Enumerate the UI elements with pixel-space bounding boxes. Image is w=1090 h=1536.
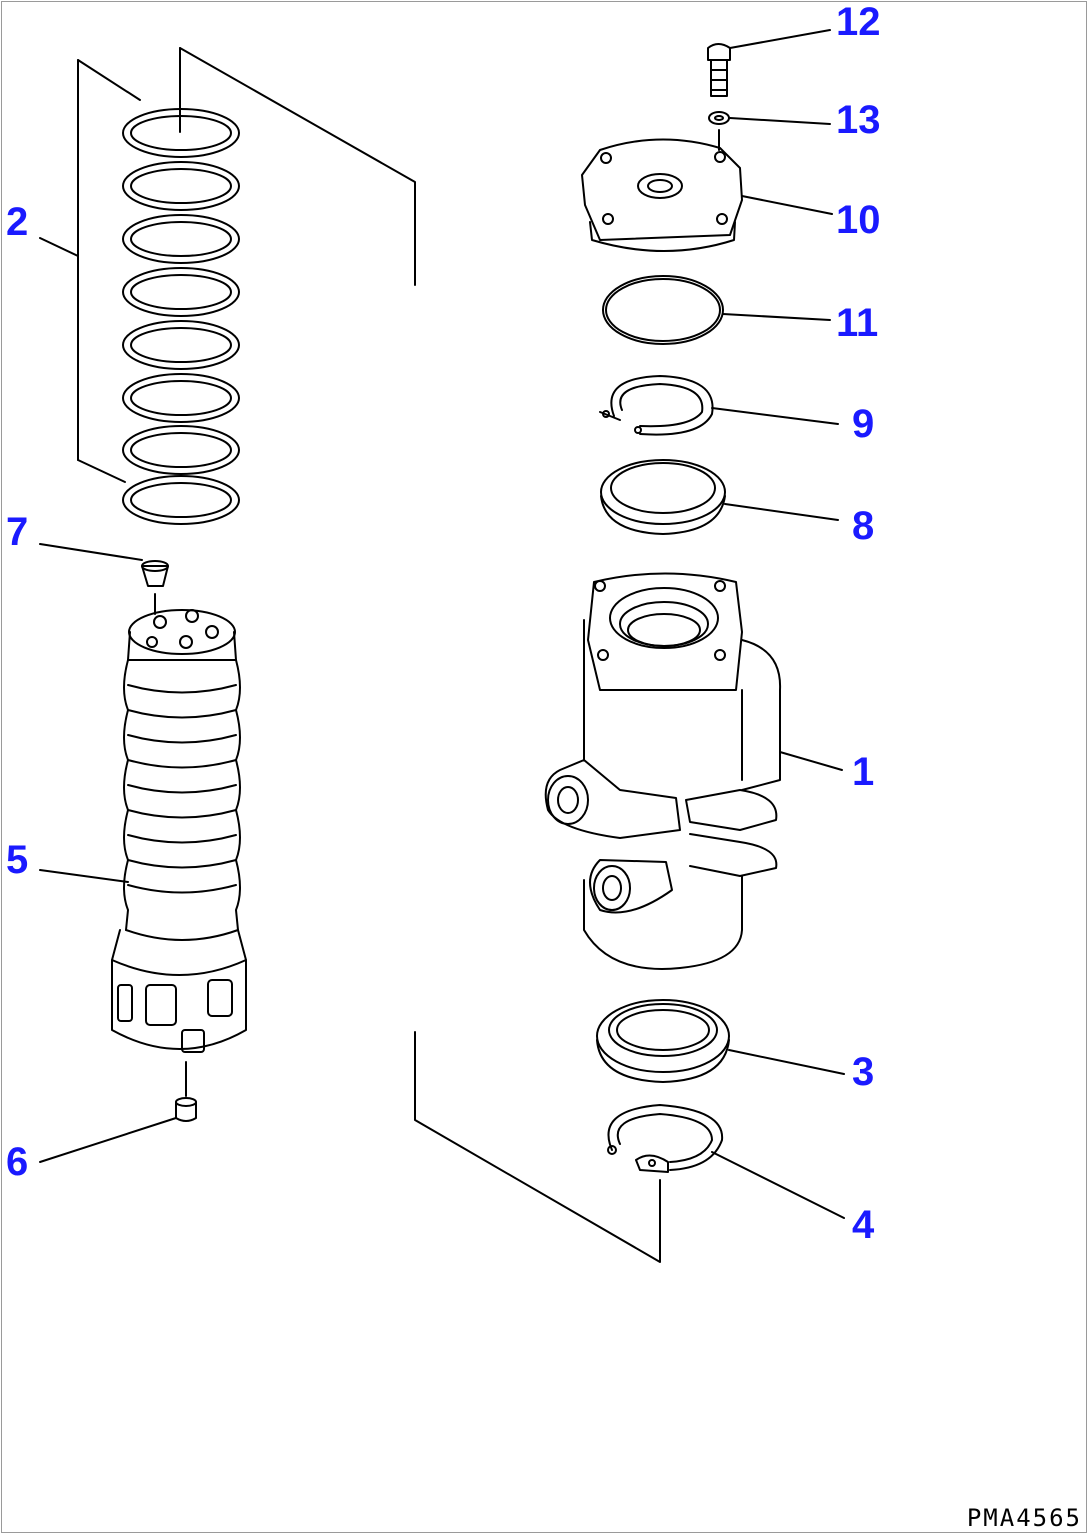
callout-7: 7: [6, 510, 29, 554]
leader-6: [39, 1117, 177, 1163]
part-4-snap-ring: [607, 1104, 724, 1173]
part-10-cover: [581, 138, 743, 252]
leader-2: [39, 237, 79, 257]
callout-8: 8: [852, 504, 875, 548]
callout-10: 10: [836, 198, 881, 242]
part-5-spool: [111, 609, 247, 1097]
leader-1: [779, 751, 843, 771]
part-12-bolt: [707, 43, 731, 97]
part-2-spring: [122, 108, 240, 525]
assembly-bracket-lines: [77, 47, 661, 1263]
callout-3: 3: [852, 1050, 875, 1094]
part-6-plug: [175, 1097, 197, 1122]
part-3-seal: [596, 999, 730, 1083]
callout-4: 4: [852, 1203, 875, 1247]
part-8-ring: [600, 459, 726, 535]
leader-13: [729, 117, 831, 125]
callout-1: 1: [852, 750, 875, 794]
callout-2: 2: [6, 200, 29, 244]
part-13-washer: [708, 111, 730, 151]
callout-12: 12: [836, 0, 881, 44]
callout-5: 5: [6, 838, 29, 882]
part-11-o-ring: [602, 275, 724, 345]
callout-11: 11: [836, 301, 879, 345]
leader-11: [722, 313, 831, 321]
leader-8: [724, 503, 839, 521]
leader-4: [711, 1151, 845, 1219]
callout-13: 13: [836, 98, 881, 142]
drawing-code: PMA4565: [966, 1504, 1082, 1532]
leader-12: [729, 29, 831, 49]
leader-3: [728, 1049, 845, 1075]
callout-9: 9: [852, 402, 875, 446]
part-1-body: [544, 572, 782, 970]
leader-5: [39, 869, 129, 883]
leader-lines: [39, 29, 845, 1219]
part-9-snap-ring: [599, 375, 714, 436]
leader-10: [741, 195, 833, 215]
part-7-plug: [141, 560, 169, 615]
leader-9: [711, 407, 839, 425]
callout-6: 6: [6, 1140, 29, 1184]
leader-7: [39, 543, 143, 561]
